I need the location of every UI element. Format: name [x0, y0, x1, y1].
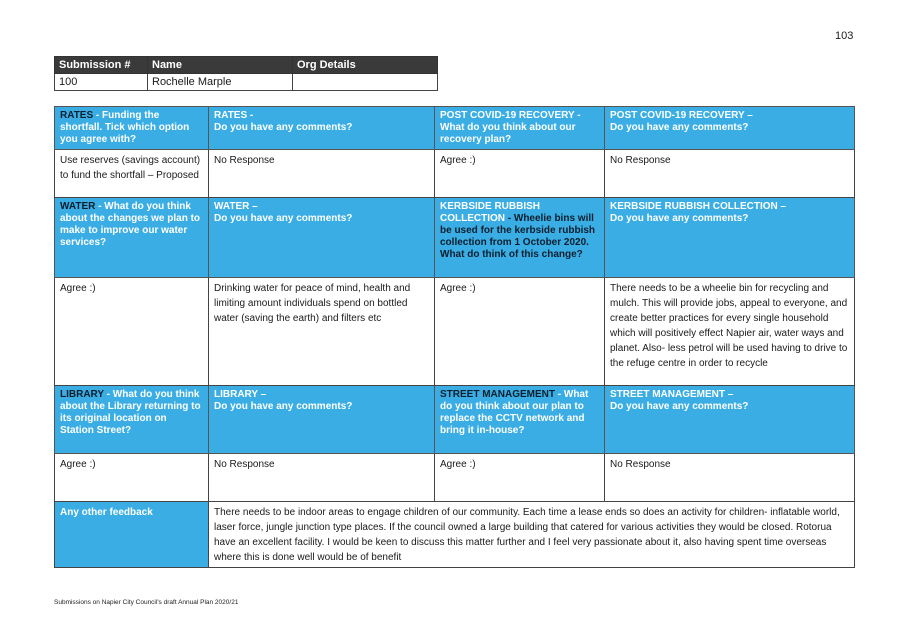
- submission-number-header: Submission #: [54, 56, 148, 74]
- question-row-rates: RATES - Funding the shortfall. Tick whic…: [54, 106, 855, 150]
- name-value: Rochelle Marple: [147, 73, 293, 91]
- name-header: Name: [147, 56, 293, 74]
- question-kerbside-comments: KERBSIDE RUBBISH COLLECTION –Do you have…: [604, 197, 855, 278]
- answer-water-comments: Drinking water for peace of mind, health…: [208, 277, 435, 386]
- answer-row-library: Agree :) No Response Agree :) No Respons…: [54, 453, 855, 502]
- question-library-comments: LIBRARY –Do you have any comments?: [208, 385, 435, 454]
- question-water-comments: WATER –Do you have any comments?: [208, 197, 435, 278]
- question-street-management: STREET MANAGEMENT - What do you think ab…: [434, 385, 605, 454]
- answer-rates-comments: No Response: [208, 149, 435, 198]
- answer-rates-funding: Use reserves (savings account) to fund t…: [54, 149, 209, 198]
- answer-water-changes: Agree :): [54, 277, 209, 386]
- question-street-comments: STREET MANAGEMENT –Do you have any comme…: [604, 385, 855, 454]
- question-rates-funding: RATES - Funding the shortfall. Tick whic…: [54, 106, 209, 150]
- footer-text: Submissions on Napier City Council's dra…: [54, 599, 239, 606]
- submission-value-row: 100 Rochelle Marple: [54, 73, 438, 91]
- answer-kerbside-collection: Agree :): [434, 277, 605, 386]
- question-covid-recovery: POST COVID-19 RECOVERY - What do you thi…: [434, 106, 605, 150]
- answer-street-management: Agree :): [434, 453, 605, 502]
- submission-number-value: 100: [54, 73, 148, 91]
- question-library-location: LIBRARY - What do you think about the Li…: [54, 385, 209, 454]
- submission-header-row: Submission # Name Org Details: [54, 56, 438, 74]
- submission-table: Submission # Name Org Details 100 Rochel…: [54, 56, 438, 91]
- questions-table: RATES - Funding the shortfall. Tick whic…: [54, 106, 855, 568]
- page-number: 103: [835, 30, 854, 42]
- question-rates-comments: RATES -Do you have any comments?: [208, 106, 435, 150]
- feedback-text: There needs to be indoor areas to engage…: [208, 501, 855, 568]
- answer-kerbside-comments: There needs to be a wheelie bin for recy…: [604, 277, 855, 386]
- org-details-value: [292, 73, 438, 91]
- question-row-library: LIBRARY - What do you think about the Li…: [54, 385, 855, 454]
- feedback-label: Any other feedback: [54, 501, 209, 568]
- answer-covid-recovery: Agree :): [434, 149, 605, 198]
- question-row-water: WATER - What do you think about the chan…: [54, 197, 855, 278]
- answer-street-comments: No Response: [604, 453, 855, 502]
- answer-covid-comments: No Response: [604, 149, 855, 198]
- answer-library-location: Agree :): [54, 453, 209, 502]
- org-details-header: Org Details: [292, 56, 438, 74]
- answer-library-comments: No Response: [208, 453, 435, 502]
- feedback-row: Any other feedback There needs to be ind…: [54, 501, 855, 568]
- question-covid-comments: POST COVID-19 RECOVERY –Do you have any …: [604, 106, 855, 150]
- answer-row-water: Agree :) Drinking water for peace of min…: [54, 277, 855, 386]
- answer-row-rates: Use reserves (savings account) to fund t…: [54, 149, 855, 198]
- question-water-changes: WATER - What do you think about the chan…: [54, 197, 209, 278]
- question-kerbside-collection: KERBSIDE RUBBISH COLLECTION - Wheelie bi…: [434, 197, 605, 278]
